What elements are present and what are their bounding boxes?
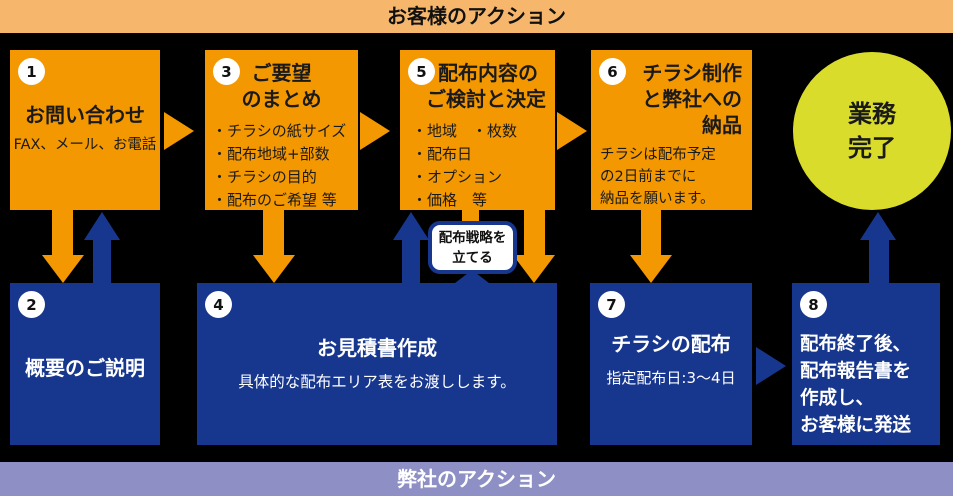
step7-number: 7 bbox=[606, 295, 617, 314]
customer-action-label: お客様のアクション bbox=[387, 4, 566, 28]
strategy-badge-line1: 配布戦略を bbox=[438, 230, 507, 246]
step6-body-line1: チラシは配布予定 bbox=[600, 147, 716, 163]
step8-box: 8 配布終了後、 配布報告書を 作成し、 お客様に発送 bbox=[792, 283, 940, 445]
goal-line2: 完了 bbox=[848, 134, 896, 162]
arrow-down-step1-step2-icon bbox=[52, 208, 73, 258]
step3-bullet-3: ・チラシの目的 bbox=[212, 168, 317, 186]
arrow-down-step6-step7-icon bbox=[641, 208, 661, 258]
arrow-up-step8-goal-head-icon bbox=[860, 212, 896, 240]
step5-title: 配布内容の ご検討と決定 bbox=[400, 60, 555, 112]
step5-bullet-list: ・地域 ・枚数 ・配布日 ・オプション ・価格 等 bbox=[412, 120, 555, 212]
arrow-up-step4-step5-icon bbox=[402, 238, 420, 283]
step4-number: 4 bbox=[213, 295, 224, 314]
step4-body: 具体的な配布エリア表をお渡しします。 bbox=[238, 373, 516, 391]
step5-bullet-3: ・オプション bbox=[412, 168, 503, 186]
arrow-down-step3-step4-icon bbox=[263, 208, 284, 258]
step1-body: FAX、メール、お電話 bbox=[13, 137, 157, 153]
step6-title: チラシ制作 と弊社への 納品 bbox=[591, 60, 752, 138]
arrow-right-step1-step3-icon bbox=[164, 112, 194, 150]
company-action-label: 弊社のアクション bbox=[397, 467, 556, 491]
arrow-up-step4-step5-head-icon bbox=[393, 212, 429, 240]
step2-box: 2 概要のご説明 bbox=[10, 283, 160, 445]
arrow-down-step6-step7-head-icon bbox=[630, 255, 672, 283]
step6-title-line3: 納品 bbox=[702, 113, 742, 137]
arrow-right-step5-step6-icon bbox=[557, 112, 587, 150]
step2-number: 2 bbox=[26, 295, 37, 314]
arrow-right-step7-step8-icon bbox=[756, 347, 786, 385]
step5-bullet-1: ・地域 ・枚数 bbox=[412, 122, 518, 140]
step7-box: 7 チラシの配布 指定配布日:3〜4日 bbox=[590, 283, 752, 445]
arrow-up-step2-step1-head-icon bbox=[84, 212, 120, 240]
company-action-banner: 弊社のアクション bbox=[0, 462, 953, 496]
step4-box: 4 お見積書作成 具体的な配布エリア表をお渡しします。 bbox=[197, 283, 557, 445]
step5-number-badge: 5 bbox=[408, 58, 435, 85]
step6-number-badge: 6 bbox=[599, 58, 626, 85]
step6-box: 6 チラシ制作 と弊社への 納品 チラシは配布予定 の2日前までに 納品を願いま… bbox=[591, 50, 752, 210]
goal-line1: 業務 bbox=[848, 100, 896, 128]
step8-line3: 作成し、 bbox=[800, 388, 875, 409]
step3-number-badge: 3 bbox=[213, 58, 240, 85]
step5-number: 5 bbox=[416, 62, 427, 81]
step3-title: ご要望 のまとめ bbox=[205, 60, 358, 112]
step3-title-line1: ご要望 bbox=[251, 61, 312, 85]
step7-number-badge: 7 bbox=[598, 291, 625, 318]
arrow-down-step3-step4-head-icon bbox=[253, 255, 295, 283]
step6-body-line3: 納品を願います。 bbox=[600, 191, 715, 207]
step4-number-badge: 4 bbox=[205, 291, 232, 318]
step8-number: 8 bbox=[808, 295, 819, 314]
strategy-badge: 配布戦略を 立てる bbox=[428, 221, 517, 274]
step6-title-line2: と弊社への bbox=[642, 87, 742, 111]
step8-line2: 配布報告書を bbox=[800, 361, 912, 382]
step8-line4: お客様に発送 bbox=[800, 415, 912, 436]
step6-body: チラシは配布予定 の2日前までに 納品を願います。 bbox=[600, 144, 752, 210]
step3-title-line2: のまとめ bbox=[241, 87, 322, 111]
arrow-up-step2-step1-icon bbox=[93, 238, 111, 283]
step1-box: 1 お問い合わせ FAX、メール、お電話 bbox=[10, 50, 160, 210]
strategy-badge-line2: 立てる bbox=[452, 250, 493, 266]
step5-bullet-2: ・配布日 bbox=[412, 145, 473, 163]
step3-bullet-4: ・配布のご希望 等 bbox=[212, 191, 337, 209]
step3-bullet-list: ・チラシの紙サイズ ・配布地域+部数 ・チラシの目的 ・配布のご希望 等 bbox=[212, 120, 358, 212]
step2-title: 概要のご説明 bbox=[25, 356, 145, 380]
step5-title-line1: 配布内容の bbox=[438, 61, 538, 85]
goal-circle: 業務 完了 bbox=[793, 52, 951, 210]
step1-number: 1 bbox=[26, 62, 37, 81]
step5-title-line2: ご検討と決定 bbox=[426, 87, 546, 111]
step6-title-line1: チラシ制作 bbox=[642, 61, 742, 85]
arrow-down-step5-step4-icon bbox=[524, 208, 545, 256]
step2-number-badge: 2 bbox=[18, 291, 45, 318]
step3-bullet-1: ・チラシの紙サイズ bbox=[212, 122, 347, 140]
step4-title: お見積書作成 bbox=[317, 336, 437, 360]
step1-title: お問い合わせ bbox=[25, 103, 145, 127]
step8-line1: 配布終了後、 bbox=[800, 334, 912, 355]
step7-body: 指定配布日:3〜4日 bbox=[606, 369, 736, 387]
arrow-down-step5-step4-head-icon bbox=[513, 255, 555, 283]
step6-body-line2: の2日前までに bbox=[600, 169, 697, 185]
arrow-down-step1-step2-head-icon bbox=[42, 255, 84, 283]
step5-box: 5 配布内容の ご検討と決定 ・地域 ・枚数 ・配布日 ・オプション ・価格 等 bbox=[400, 50, 555, 210]
step3-number: 3 bbox=[221, 62, 232, 81]
step1-number-badge: 1 bbox=[18, 58, 45, 85]
step8-text: 配布終了後、 配布報告書を 作成し、 お客様に発送 bbox=[800, 331, 940, 439]
step3-bullet-2: ・配布地域+部数 bbox=[212, 145, 330, 163]
step6-number: 6 bbox=[607, 62, 618, 81]
step7-title: チラシの配布 bbox=[611, 332, 731, 356]
arrow-up-step8-goal-icon bbox=[869, 238, 889, 283]
arrow-right-step3-step5-icon bbox=[360, 112, 390, 150]
step3-box: 3 ご要望 のまとめ ・チラシの紙サイズ ・配布地域+部数 ・チラシの目的 ・配… bbox=[205, 50, 358, 210]
step8-number-badge: 8 bbox=[800, 291, 827, 318]
customer-action-banner: お客様のアクション bbox=[0, 0, 953, 33]
step5-bullet-4: ・価格 等 bbox=[412, 191, 488, 209]
